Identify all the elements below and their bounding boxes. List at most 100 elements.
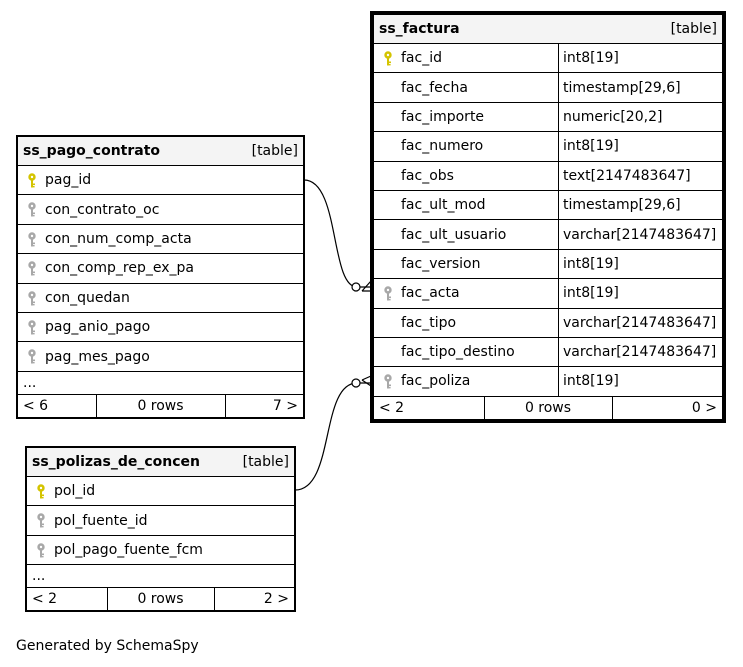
column-type: timestamp[29,6] <box>558 72 723 103</box>
column-name-cell[interactable]: pag_mes_pago <box>17 341 304 372</box>
column-row[interactable]: con_num_comp_acta <box>17 223 304 255</box>
column-name: con_quedan <box>45 289 130 306</box>
primary-key-icon <box>35 484 47 500</box>
column-name-cell[interactable]: con_comp_rep_ex_pa <box>17 253 304 284</box>
link-pago-optional-marker <box>351 282 361 292</box>
column-name: fac_tipo_destino <box>401 344 515 361</box>
column-name-cell[interactable]: pol_fuente_id <box>26 505 295 536</box>
column-name: con_comp_rep_ex_pa <box>45 260 194 277</box>
column-row[interactable]: fac_tipo_destino varchar[2147483647] <box>373 336 723 368</box>
column-name-cell[interactable]: pag_anio_pago <box>17 311 304 343</box>
column-name-cell[interactable]: pol_pago_fuente_fcm <box>26 534 295 566</box>
table-ss-polizas-de-concen[interactable]: ss_polizas_de_concen [table] pol_id pol_f… <box>25 446 296 613</box>
more-columns-row: ... <box>17 370 304 395</box>
foreign-key-icon <box>26 261 38 277</box>
column-name-cell[interactable]: con_quedan <box>17 282 304 313</box>
foreign-key-icon <box>382 374 394 390</box>
table-footer: < 6 0 rows 7 > <box>17 393 304 418</box>
table-name[interactable]: ss_polizas_de_concen <box>26 447 235 477</box>
column-row[interactable]: fac_poliza int8[19] <box>373 366 723 397</box>
column-name-cell[interactable]: con_num_comp_acta <box>17 223 304 255</box>
table-header: ss_pago_contrato [table] <box>17 136 304 166</box>
column-name-cell[interactable]: fac_tipo <box>373 307 559 338</box>
foreign-key-icon <box>26 349 38 365</box>
more-columns: ... <box>26 564 295 589</box>
footer-children[interactable]: 0 > <box>691 399 717 416</box>
column-name: con_num_comp_acta <box>45 230 192 247</box>
column-type: varchar[2147483647] <box>558 307 723 338</box>
footer-rows: 0 rows <box>107 588 215 610</box>
column-name: fac_importe <box>401 108 485 125</box>
column-name: fac_id <box>401 50 442 67</box>
column-name-cell[interactable]: fac_poliza <box>373 366 559 397</box>
table-name[interactable]: ss_factura <box>373 14 559 44</box>
column-name: fac_fecha <box>401 79 468 96</box>
column-name: con_contrato_oc <box>45 201 160 218</box>
column-name-cell[interactable]: fac_acta <box>373 278 559 309</box>
table-header: ss_factura [table] <box>373 14 723 44</box>
column-name: fac_tipo <box>401 314 457 331</box>
column-name-cell[interactable]: fac_numero <box>373 131 559 162</box>
column-row[interactable]: fac_importe numeric[20,2] <box>373 101 723 133</box>
column-type: varchar[2147483647] <box>558 336 723 368</box>
column-name-cell[interactable]: pag_id <box>17 164 304 196</box>
column-name: fac_numero <box>401 138 484 155</box>
column-row[interactable]: pag_anio_pago <box>17 311 304 343</box>
footer-children[interactable]: 2 > <box>263 591 289 608</box>
column-row[interactable]: con_contrato_oc <box>17 194 304 225</box>
column-row[interactable]: pag_id <box>17 164 304 196</box>
link-polizas-optional-marker <box>351 378 361 388</box>
column-row[interactable]: pag_mes_pago <box>17 341 304 372</box>
footer-parents[interactable]: < 6 <box>18 395 97 417</box>
column-row[interactable]: pol_pago_fuente_fcm <box>26 534 295 566</box>
column-type: text[2147483647] <box>558 160 723 191</box>
column-row[interactable]: pol_id <box>26 475 295 507</box>
column-name: pag_anio_pago <box>45 319 151 336</box>
footer-parents[interactable]: < 2 <box>374 397 485 419</box>
foreign-key-icon <box>382 286 394 302</box>
generator-credit: Generated by SchemaSpy <box>16 638 199 654</box>
link-pago-to-factura <box>303 179 371 288</box>
column-row[interactable]: con_comp_rep_ex_pa <box>17 253 304 284</box>
column-name-cell[interactable]: fac_obs <box>373 160 559 191</box>
column-type: int8[19] <box>558 248 723 280</box>
column-name-cell[interactable]: pol_id <box>26 475 295 507</box>
column-name: pag_id <box>45 172 92 189</box>
column-name-cell[interactable]: fac_ult_usuario <box>373 219 559 250</box>
column-name-cell[interactable]: fac_tipo_destino <box>373 336 559 368</box>
table-ss-pago-contrato[interactable]: ss_pago_contrato [table] pag_id con_contr… <box>16 135 305 419</box>
column-name: pol_pago_fuente_fcm <box>54 541 203 558</box>
column-name-cell[interactable]: fac_ult_mod <box>373 189 559 221</box>
column-name: fac_poliza <box>401 373 471 390</box>
column-name: pol_fuente_id <box>54 512 148 529</box>
column-row[interactable]: fac_fecha timestamp[29,6] <box>373 72 723 103</box>
column-name-cell[interactable]: fac_version <box>373 248 559 280</box>
column-name-cell[interactable]: con_contrato_oc <box>17 194 304 225</box>
column-type: varchar[2147483647] <box>558 219 723 250</box>
table-header: ss_polizas_de_concen [table] <box>26 447 295 477</box>
column-name: pol_id <box>54 483 96 500</box>
foreign-key-icon <box>26 232 38 248</box>
column-name-cell[interactable]: fac_importe <box>373 101 559 133</box>
footer-parents[interactable]: < 2 <box>27 588 108 610</box>
column-name-cell[interactable]: fac_fecha <box>373 72 559 103</box>
column-type: numeric[20,2] <box>558 101 723 133</box>
column-row[interactable]: pol_fuente_id <box>26 505 295 536</box>
column-row[interactable]: con_quedan <box>17 282 304 313</box>
column-name-cell[interactable]: fac_id <box>373 42 559 74</box>
column-row[interactable]: fac_tipo varchar[2147483647] <box>373 307 723 338</box>
footer-children[interactable]: 7 > <box>272 397 298 414</box>
foreign-key-icon <box>35 543 47 559</box>
more-columns: ... <box>17 370 304 395</box>
column-type: int8[19] <box>558 366 723 397</box>
table-name[interactable]: ss_pago_contrato <box>17 136 234 166</box>
foreign-key-icon <box>26 320 38 336</box>
